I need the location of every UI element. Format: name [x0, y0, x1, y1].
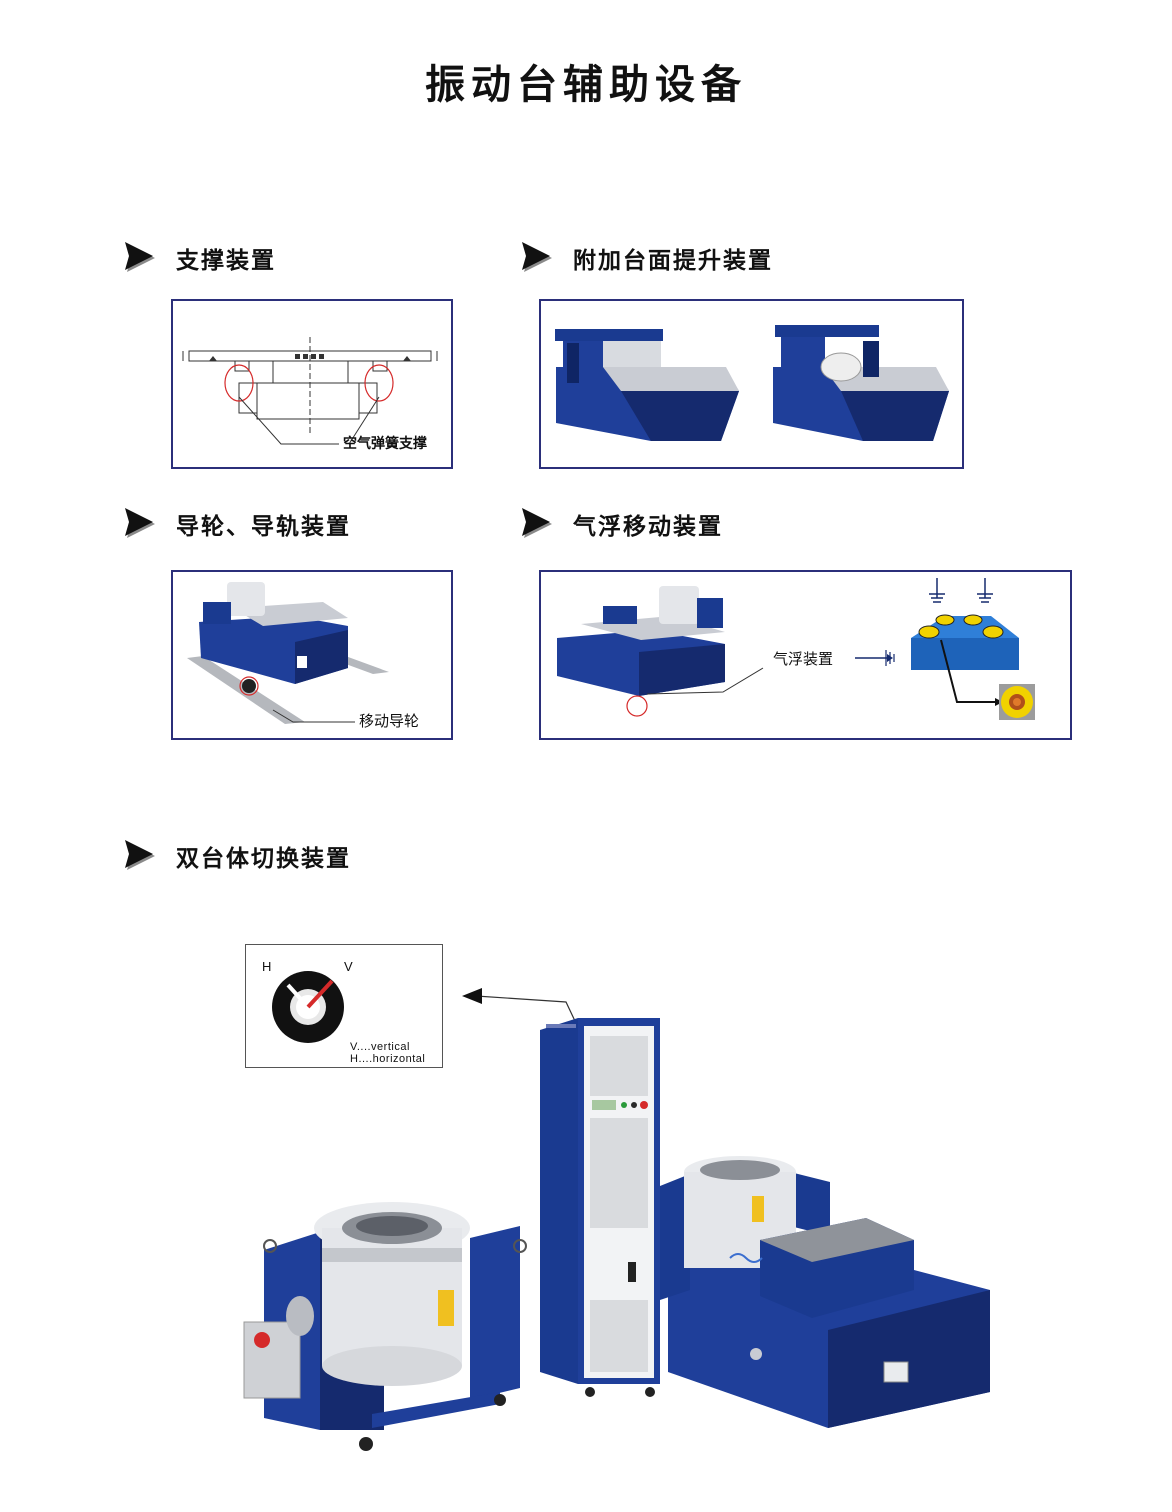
section-head-guide: 导轮、导轨装置 [124, 504, 351, 544]
air-spring-callout: 空气弹簧支撑 [343, 436, 427, 452]
legend-horizontal-key: H....horizontal [350, 1053, 426, 1065]
control-cabinet [540, 1018, 660, 1397]
vertical-shaker [243, 1202, 527, 1451]
section-label: 双台体切换装置 [176, 846, 351, 872]
arrow-right-icon [125, 840, 155, 870]
arrow-right-icon [522, 242, 552, 272]
legend-vertical-key: V....vertical [350, 1041, 410, 1053]
section-label: 气浮移动装置 [573, 514, 723, 540]
section-head-dual: 双台体切换装置 [124, 836, 351, 876]
section-head-airfloat: 气浮移动装置 [521, 504, 723, 544]
section-head-lift: 附加台面提升装置 [521, 238, 773, 278]
guide-rail-illustration [187, 582, 389, 724]
section-label: 支撑装置 [176, 248, 276, 274]
support-diagram [182, 337, 438, 445]
arrow-right-icon [125, 508, 155, 538]
selector-knob-icon [272, 971, 344, 1043]
legend-v-label: V [344, 959, 353, 974]
legend-h-label: H [262, 959, 272, 974]
switch-legend: H V V....vertical H....horizontal [245, 944, 443, 1068]
airfloat-callout: 气浮装置 [773, 650, 834, 668]
guide-wheel-callout: 移动导轮 [359, 712, 420, 730]
arrow-right-icon [522, 508, 552, 538]
airfloat-panel: 气浮装置 [539, 570, 1072, 740]
section-label: 附加台面提升装置 [573, 248, 773, 274]
airfloat-illustration [557, 578, 1035, 720]
support-panel: 空气弹簧支撑 [171, 299, 453, 469]
horizontal-shaker [660, 1156, 990, 1428]
page-title: 振动台辅助设备 [425, 62, 747, 108]
guide-panel: 移动导轮 [171, 570, 453, 740]
lift-panel [539, 299, 964, 469]
section-label: 导轮、导轨装置 [176, 514, 351, 540]
arrow-right-icon [125, 242, 155, 272]
section-head-support: 支撑装置 [124, 238, 276, 278]
lift-machines-illustration [555, 325, 949, 441]
